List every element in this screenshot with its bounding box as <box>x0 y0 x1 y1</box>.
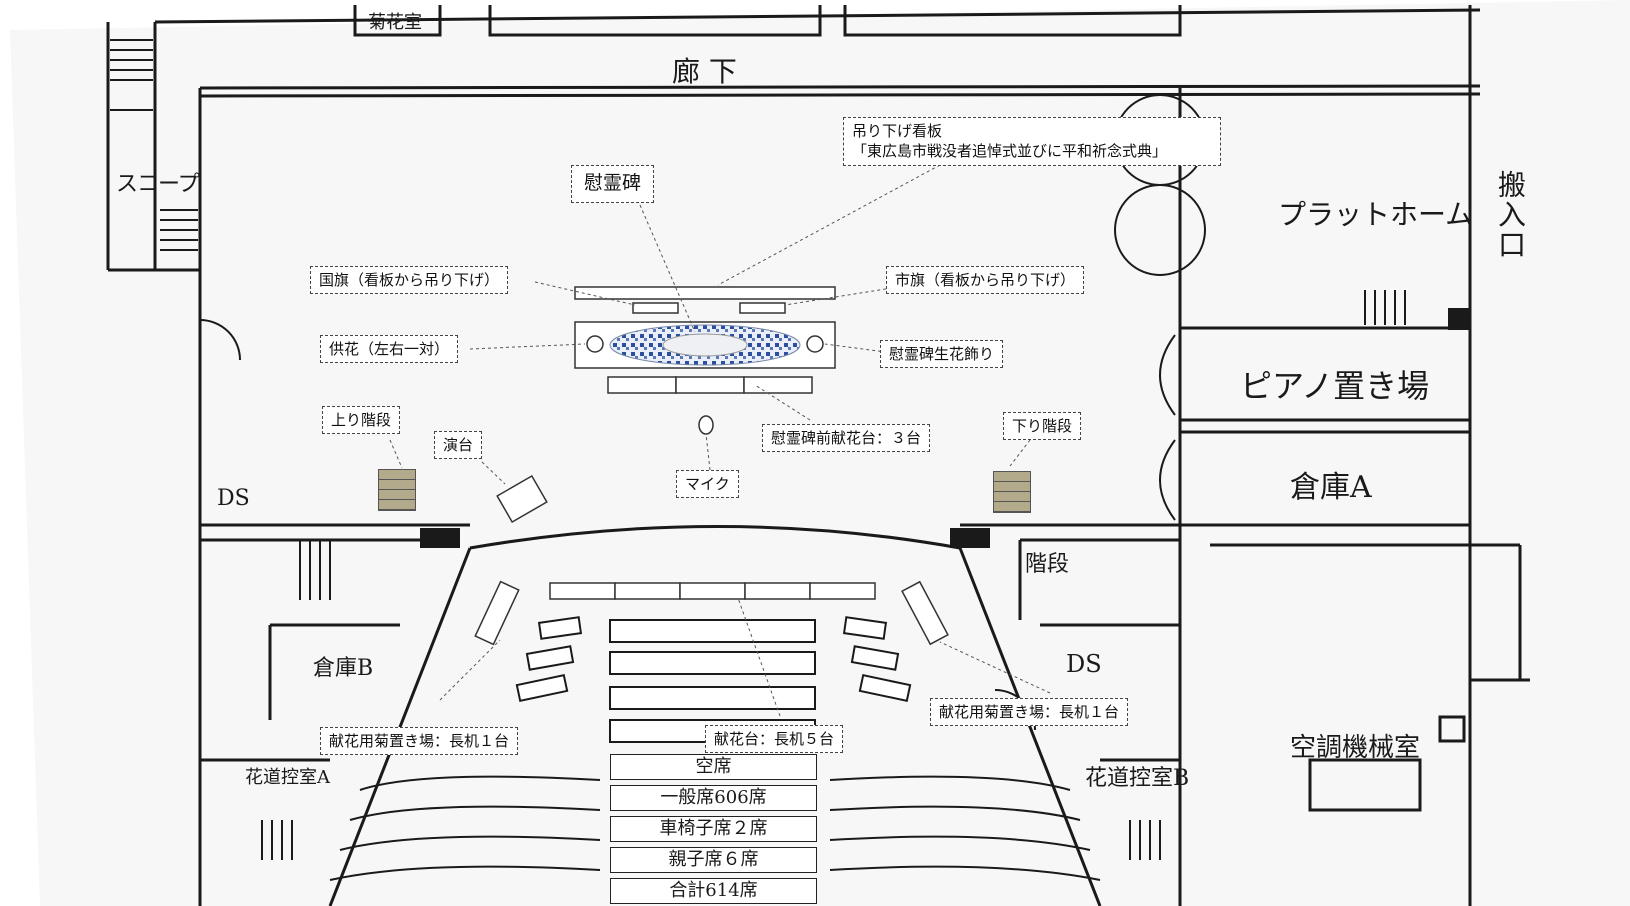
top-room-label: 菊花室 <box>368 12 422 33</box>
podium-label: 演台 <box>434 431 483 460</box>
flower-tables-label: 献花台：長机５台 <box>705 725 844 754</box>
hanging-sign-label: 吊り下げ看板 「東広島市戦没者追悼式並びに平和祈念式典」 <box>843 117 1221 166</box>
front-flower-tables-label: 慰霊碑前献花台：３台 <box>762 424 931 453</box>
stairs-down-label: 下り階段 <box>1003 412 1082 441</box>
storage-a-label: 倉庫A <box>1290 470 1372 505</box>
seat-row-family: 親子席６席 <box>610 847 817 873</box>
aircon-room-label: 空調機械室 <box>1290 733 1421 763</box>
loading-entrance-label: 搬入口 <box>1494 170 1527 260</box>
hanging-sign-title: 吊り下げ看板 <box>852 122 943 140</box>
seat-row-empty: 空席 <box>610 754 817 780</box>
offering-flowers-label: 供花（左右一対） <box>320 335 459 364</box>
national-flag-label: 国旗（看板から吊り下げ） <box>310 266 509 295</box>
city-flag-label: 市旗（看板から吊り下げ） <box>886 266 1085 295</box>
flower-room-a-label: 花道控室A <box>245 767 330 788</box>
storage-b-label: 倉庫B <box>313 656 374 681</box>
scope-label: スコープ <box>116 172 200 197</box>
stairs-up-label: 上り階段 <box>322 406 401 435</box>
flower-room-b-label: 花道控室B <box>1085 766 1190 791</box>
platform-label: プラットホーム <box>1278 198 1474 231</box>
seat-row-total: 合計614席 <box>610 878 817 904</box>
corridor-label: 廊 下 <box>672 55 737 88</box>
ds-right-label: DS <box>1066 650 1102 678</box>
monument-label: 慰霊碑 <box>571 165 655 203</box>
seat-row-wheelchair: 車椅子席２席 <box>610 816 817 842</box>
stairs-down-box <box>993 471 1031 513</box>
stairs-up-box <box>378 469 416 511</box>
monument-flowers-label: 慰霊碑生花飾り <box>880 340 1004 369</box>
ds-left-label: DS <box>217 486 250 511</box>
stairs-label: 階段 <box>1025 552 1070 577</box>
mic-label: マイク <box>676 470 739 499</box>
seat-row-general: 一般席606席 <box>610 785 817 811</box>
chrysanthemum-left-label: 献花用菊置き場：長机１台 <box>320 727 519 756</box>
chrysanthemum-right-label: 献花用菊置き場：長机１台 <box>930 698 1129 727</box>
piano-storage-label: ピアノ置き場 <box>1240 367 1430 405</box>
hanging-sign-text: 「東広島市戦没者追悼式並びに平和祈念式典」 <box>852 142 1168 161</box>
